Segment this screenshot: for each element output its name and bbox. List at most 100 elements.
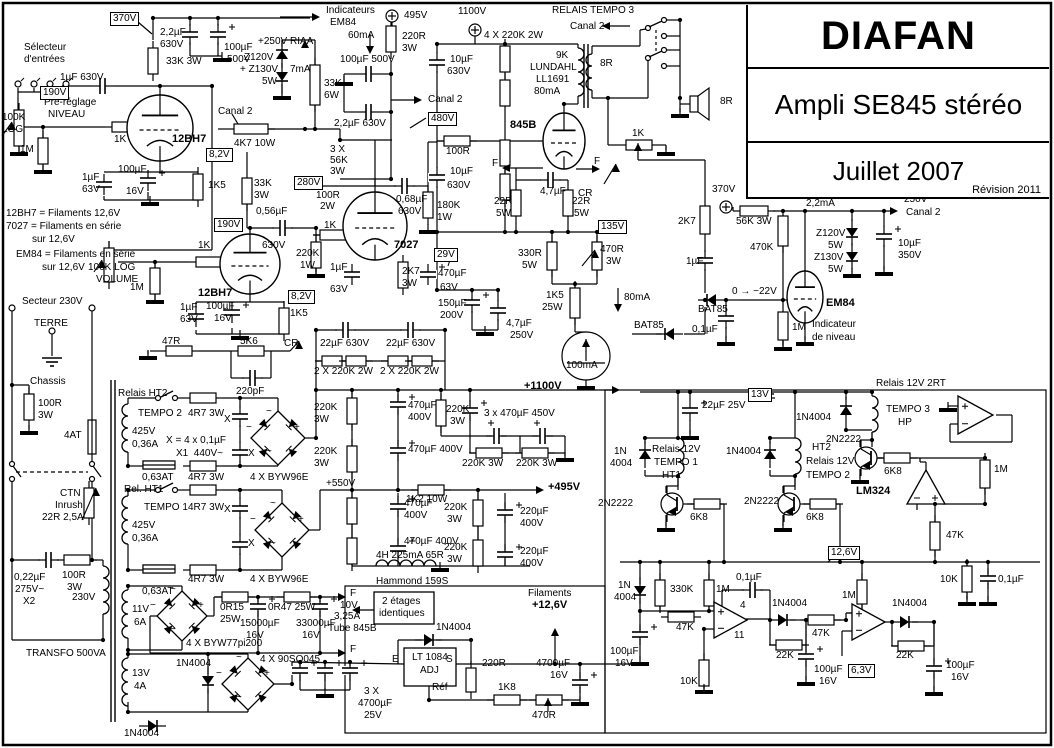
component-label: 425V [132,426,156,437]
component-label: LUNDAHL [530,62,577,73]
component-label: 4 X 220K 2W [484,30,543,41]
component-label: 25V [364,710,382,721]
component-label: 7027 = Filaments en série [6,221,122,232]
component-label: 63V [440,282,458,293]
component-label: ~ [270,538,276,549]
component-label: 2N2222 [826,434,862,445]
component-label: X1 440V~ [176,448,223,459]
voltage-callout: 190V [40,86,70,100]
voltage-callout: 135V [598,220,628,234]
component-label: Relais HT2 [118,388,168,399]
component-label: 4004 [614,592,637,603]
component-label: 630V [398,206,422,217]
component-label: 845B [510,119,537,131]
component-label: 22µF 25V [702,400,746,411]
component-label: 15000µF [240,618,280,629]
voltage-callout: 8,2V [288,290,315,304]
component-label: X [248,538,255,549]
component-label: 1N4004 [124,728,160,739]
component-label: 80mA [534,86,561,97]
component-label: X [224,504,231,515]
component-label: LL1691 [536,74,570,85]
component-label: 25W [542,302,563,313]
component-label: 5W [522,260,537,271]
component-label: 4004 [610,458,633,469]
component-label: 220K [296,248,320,259]
component-label: 250V [904,194,928,205]
component-label: 0,68µF [396,194,428,205]
component-label: + [198,600,204,611]
voltage-callout: 29V [434,248,458,262]
component-label: 400V [520,558,544,569]
component-label: 56K [330,155,348,166]
component-label: 3 X [330,144,346,155]
component-label: 3W [450,416,465,427]
component-label: + [264,668,270,679]
component-label: Canal 2 [218,106,253,117]
component-label: 1N4004 [892,598,928,609]
component-label: HT2 [812,442,831,453]
component-label: 33000µF [296,618,336,629]
component-label: 220µF [520,546,549,557]
component-label: 0R15 [220,602,244,613]
component-label: 4,7µF [540,186,566,197]
component-label: X [248,448,255,459]
component-label: 1N4004 [176,658,212,669]
component-label: 1µF [686,256,704,267]
component-label: 250V [510,330,534,341]
component-label: Z120V [816,228,846,239]
component-label: CTN [60,488,81,499]
component-label: 4 X BYW77pi200 [186,638,263,649]
component-label: 33K [254,178,272,189]
component-label: 4AT [64,430,82,441]
component-label: HP [898,417,912,428]
component-label: 6K8 [884,466,902,477]
component-label: 63V [82,184,100,195]
component-label: 63V [180,314,198,325]
component-label: TRANSFO 500VA [26,648,106,659]
component-label: 1K8 [498,682,516,693]
component-label: F [350,644,357,655]
component-label: 220K [444,542,468,553]
component-label: Secteur 230V [22,296,83,307]
component-label: 16V [819,676,837,687]
component-label: 330K [670,584,694,595]
component-label: 0,56µF [256,206,288,217]
component-label: 4 [740,600,746,611]
component-label: 0,1µF [998,574,1024,585]
component-label: ~ [270,498,276,509]
component-label: 4R7 3W [188,574,225,585]
component-label: 400V [404,510,428,521]
component-label: Relais 12V 2RT [876,378,946,389]
voltage-callout: 6,3V [848,664,875,678]
component-label: 470µF [404,498,433,509]
component-label: NIVEAU [48,109,86,120]
component-label: 2 X 220K 2W [380,366,439,377]
component-label: 10K [680,676,698,687]
component-label: sur 12,6V [42,262,85,273]
component-label: 33K 3W [166,56,202,67]
component-label: 100R [62,570,86,581]
component-label: 1K5 [546,290,564,301]
component-label: Hammond 159S [376,576,449,587]
component-label: ~ [266,406,272,417]
component-label: ~ [170,584,176,595]
component-label: 12BH7 [198,287,233,299]
component-label: Canal 2 [906,207,941,218]
voltage-callout: 12,6V [828,546,861,560]
component-label: TERRE [34,318,68,329]
component-label: 4,7µF [506,318,532,329]
component-label: F [492,158,499,169]
component-label: 100R [38,398,62,409]
component-label: 1M [792,322,806,333]
component-label: + [298,514,304,525]
voltage-callout: 480V [428,112,458,126]
component-label: 2,2mA [806,198,835,209]
component-label: 3W [330,166,345,177]
component-label: 5W [828,240,843,251]
component-label: 22R [494,196,513,207]
component-label: de niveau [812,332,856,343]
component-label: 10V [340,600,358,611]
component-label: 5W [262,76,277,87]
